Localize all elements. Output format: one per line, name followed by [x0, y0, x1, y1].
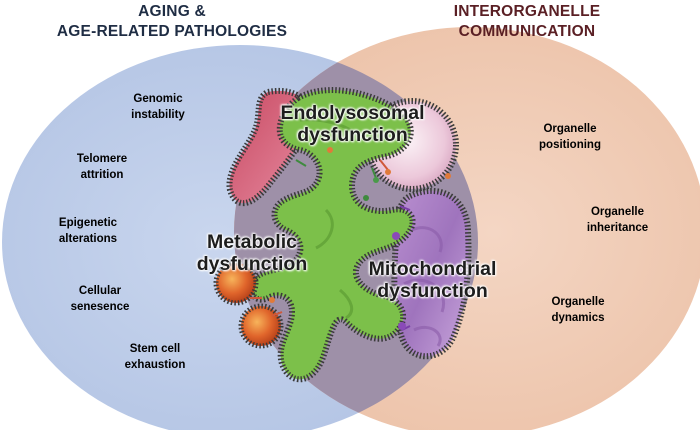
aging-title: AGING & AGE-RELATED PATHOLOGIES — [22, 2, 322, 42]
interorganelle-title: INTERORGANELLE COMMUNICATION — [392, 2, 662, 42]
contact-dots — [269, 147, 451, 330]
interorganelle-title-line-1: INTERORGANELLE — [453, 3, 601, 20]
mitochondrion — [391, 188, 472, 360]
contact-tethers — [250, 159, 411, 331]
lipid-droplets — [213, 260, 284, 349]
aging-title-line-2: AGE-RELATED PATHOLOGIES — [56, 23, 288, 40]
interorganelle-title-line-2: COMMUNICATION — [458, 23, 596, 40]
aging-title-line-1: AGING & — [138, 3, 206, 20]
er-network — [248, 87, 416, 383]
